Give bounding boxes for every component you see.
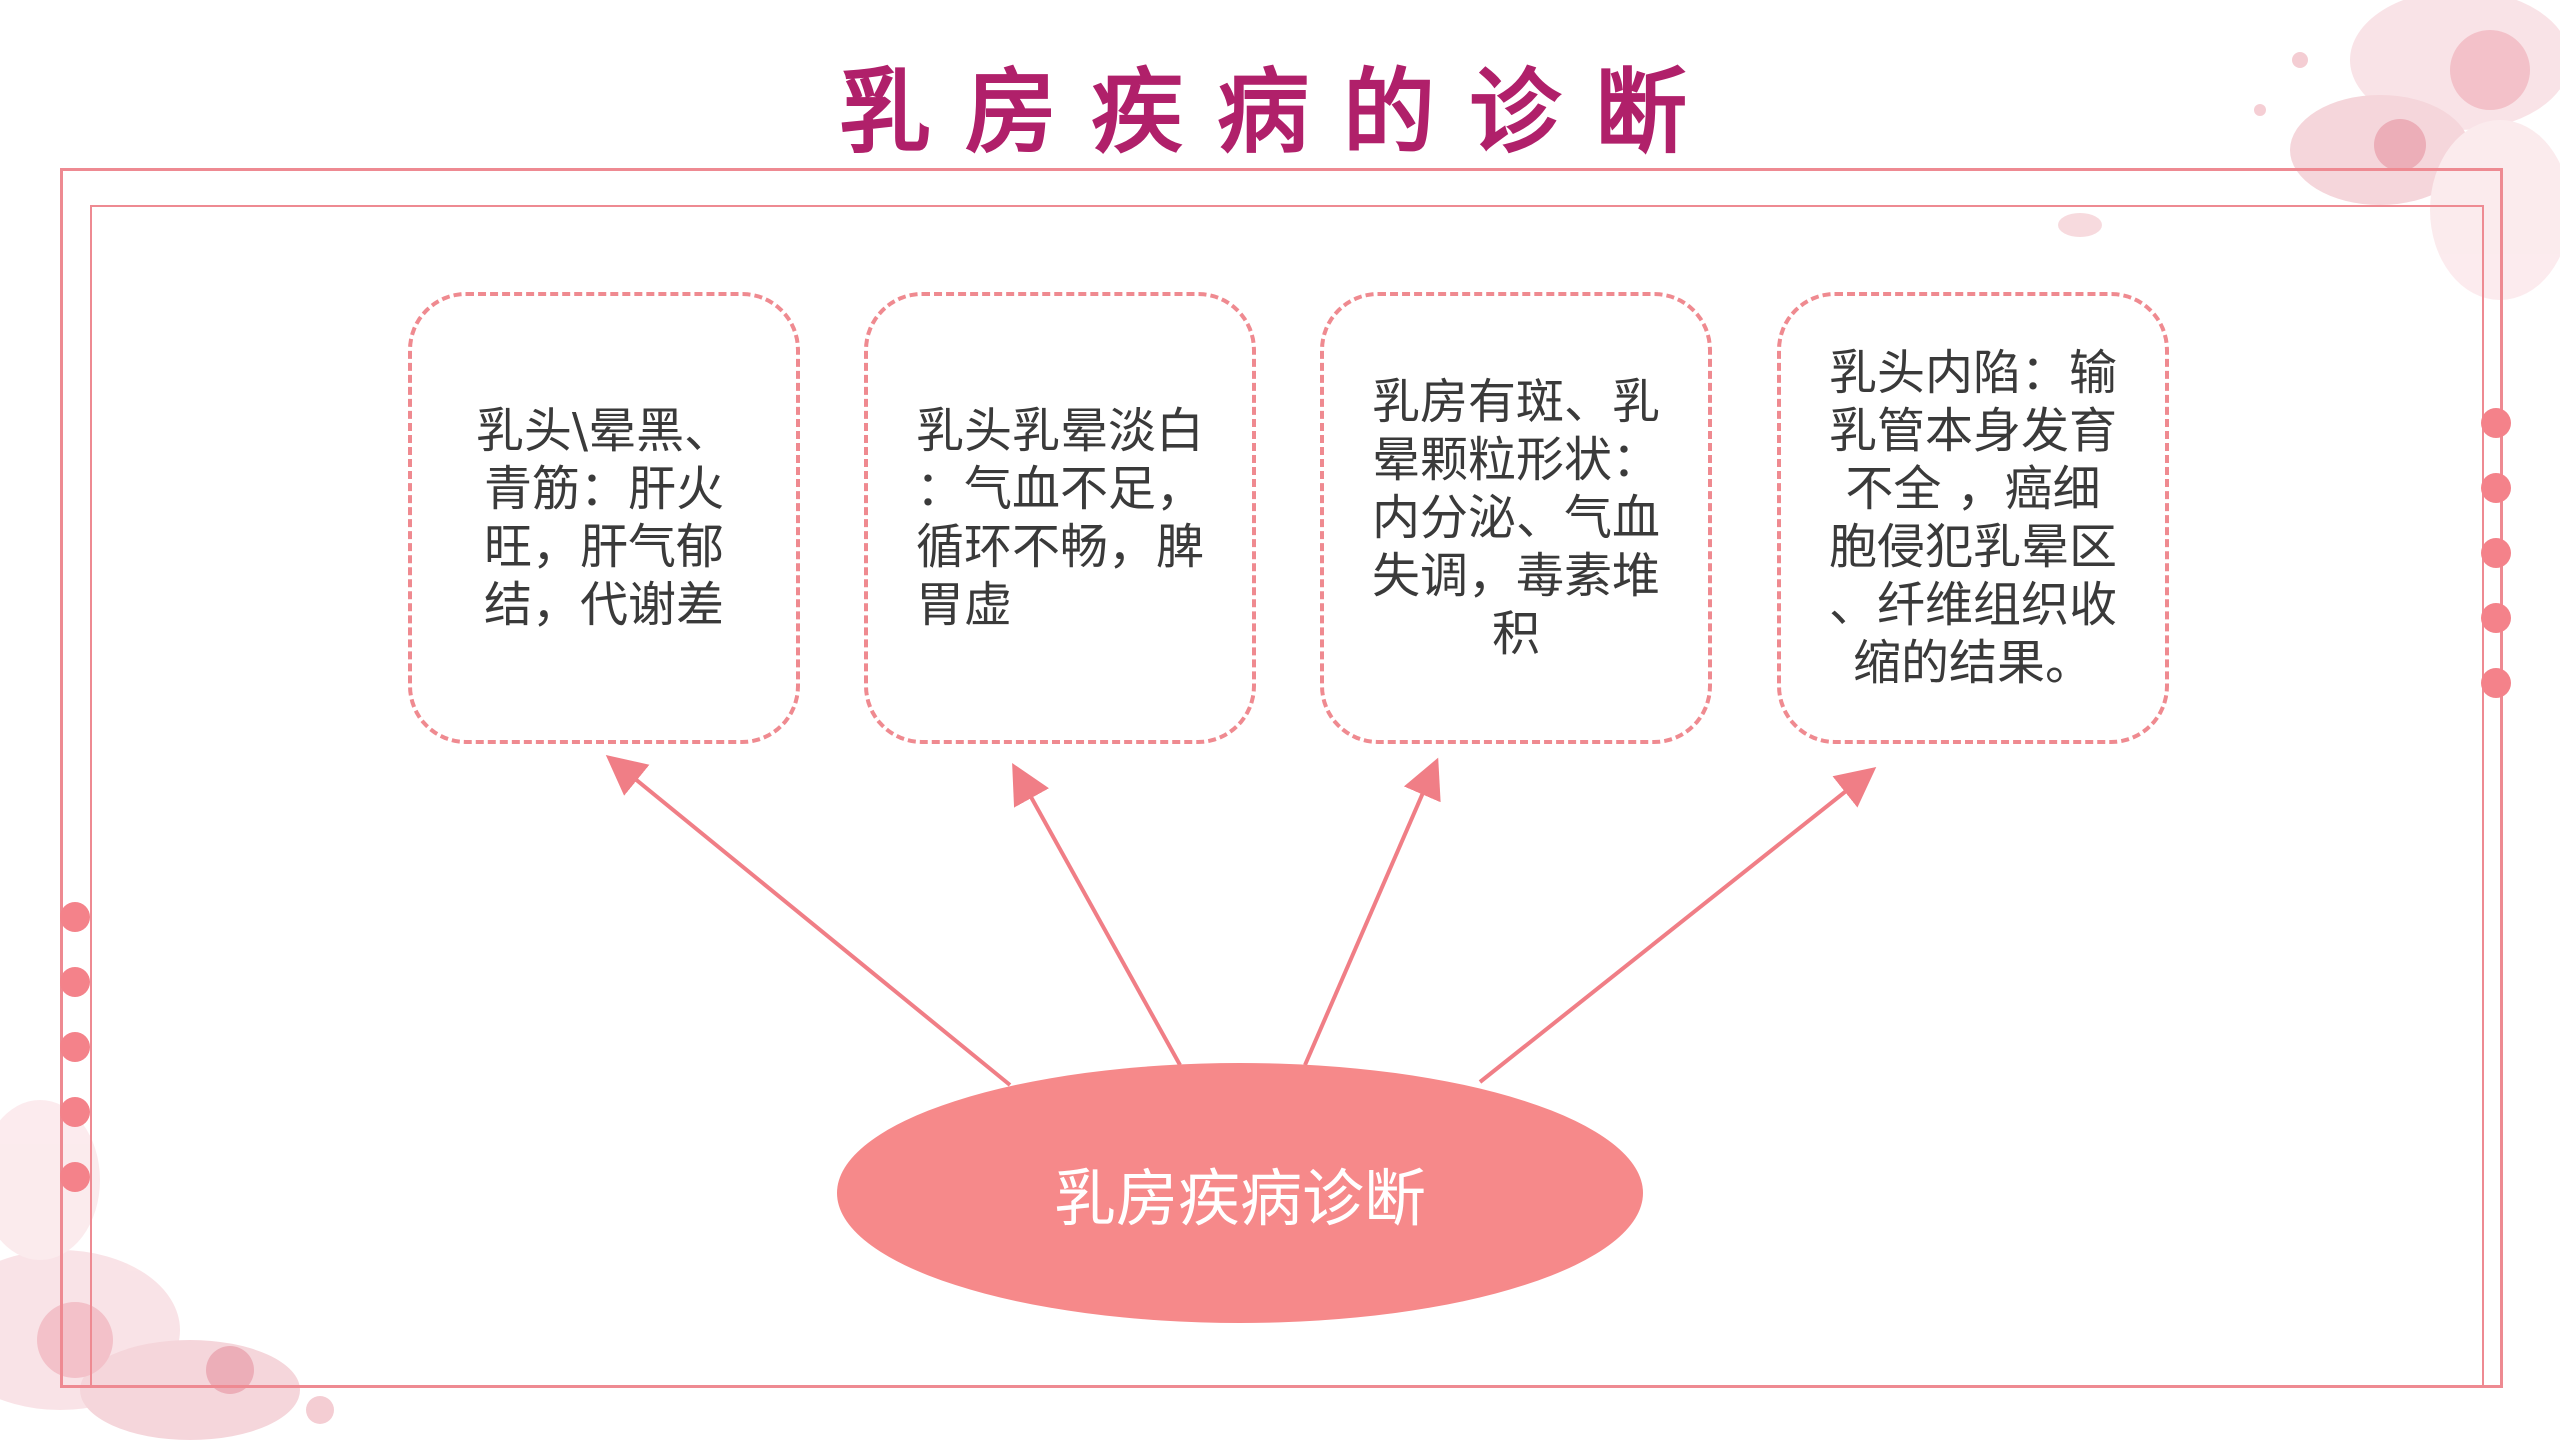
diagnosis-box-1: 乳头\晕黑、 青筋：肝火 旺，肝气郁 结，代谢差 <box>408 292 800 744</box>
arrow-to-box-2 <box>1012 763 1182 1066</box>
page-title: 乳房疾病的诊断 <box>838 59 1721 166</box>
center-node-label: 乳房疾病诊断 <box>1053 1162 1426 1235</box>
decor-dot <box>2481 538 2511 568</box>
decor-dot <box>2481 408 2511 438</box>
arrow-to-box-3 <box>1303 757 1441 1066</box>
center-node: 乳房疾病诊断 <box>837 1063 1643 1323</box>
diagnosis-text-2: 乳头乳晕淡白 ：气血不足， 循环不畅，脾 胃虚 <box>915 403 1204 633</box>
decor-dot <box>2481 473 2511 503</box>
decor-dot <box>60 1097 90 1127</box>
diagnosis-box-3: 乳房有斑、乳 晕颗粒形状： 内分泌、气血 失调，毒素堆 积 <box>1320 292 1712 744</box>
decor-dot <box>60 1162 90 1192</box>
diagnosis-text-3: 乳房有斑、乳 晕颗粒形状： 内分泌、气血 失调，毒素堆 积 <box>1371 374 1660 662</box>
decor-dot <box>60 1032 90 1062</box>
diagnosis-box-4: 乳头内陷：输 乳管本身发育 不全 ，癌细 胞侵犯乳晕区 、纤维组织收 缩的结果。 <box>1777 292 2169 744</box>
decor-dot <box>2481 668 2511 698</box>
arrow-to-box-1 <box>605 754 1012 1087</box>
inner-frame <box>90 205 2484 1388</box>
diagnosis-text-1: 乳头\晕黑、 青筋：肝火 旺，肝气郁 结，代谢差 <box>475 403 733 633</box>
decor-dot <box>2481 603 2511 633</box>
decor-dot <box>60 902 90 932</box>
diagnosis-text-4: 乳头内陷：输 乳管本身发育 不全 ，癌细 胞侵犯乳晕区 、纤维组织收 缩的结果。 <box>1828 345 2117 691</box>
decor-dot <box>60 967 90 997</box>
bottom-left-flowers <box>0 1100 334 1440</box>
top-right-flowers <box>2058 0 2560 300</box>
arrow-to-box-4 <box>1478 767 1877 1084</box>
diagnosis-box-2: 乳头乳晕淡白 ：气血不足， 循环不畅，脾 胃虚 <box>864 292 1256 744</box>
